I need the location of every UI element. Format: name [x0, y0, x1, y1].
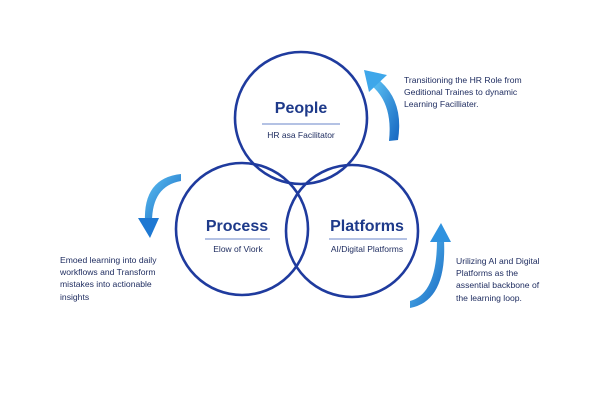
platforms-circle [284, 163, 420, 299]
people-curved-arrow-icon [364, 70, 400, 141]
process-subtitle: Elow of Viork [213, 244, 263, 254]
people-circle [233, 50, 369, 186]
platforms-note-line: assential backbone of [456, 280, 540, 291]
process-note-line: workflows and Transform [60, 267, 156, 278]
process-note-line: mistakes into actionable [60, 279, 152, 290]
people-subtitle: HR asa Facilitator [267, 130, 335, 140]
platforms-title: Platforms [330, 218, 404, 235]
process-title: Process [206, 218, 268, 235]
platforms-note-line: Platforms as the [456, 268, 519, 279]
platforms-note-line: the learning loop. [456, 292, 522, 303]
people-note-line: Transitioning the HR Role from [404, 75, 522, 85]
process-note: Emoed learning into daily workflows and … [60, 254, 157, 303]
platforms-note-line: Urilizing AI and Digital [456, 256, 540, 266]
process-circle [174, 161, 310, 297]
process-note-line: insights [60, 291, 90, 302]
process-curved-arrow-icon [138, 174, 181, 238]
people-note: Transitioning the HR Role from Geditiona… [404, 74, 522, 111]
people-note-line: Geditional Traines to dynamic [404, 87, 518, 98]
process-note-line: Emoed learning into daily [60, 255, 157, 265]
people-title: People [275, 100, 328, 117]
platforms-subtitle: AI/Digital Platforms [331, 244, 403, 254]
platforms-curved-arrow-icon [410, 223, 451, 308]
platforms-note: Urilizing AI and Digital Platforms as th… [456, 255, 540, 304]
people-note-line: Learning Facilliater. [404, 99, 479, 110]
